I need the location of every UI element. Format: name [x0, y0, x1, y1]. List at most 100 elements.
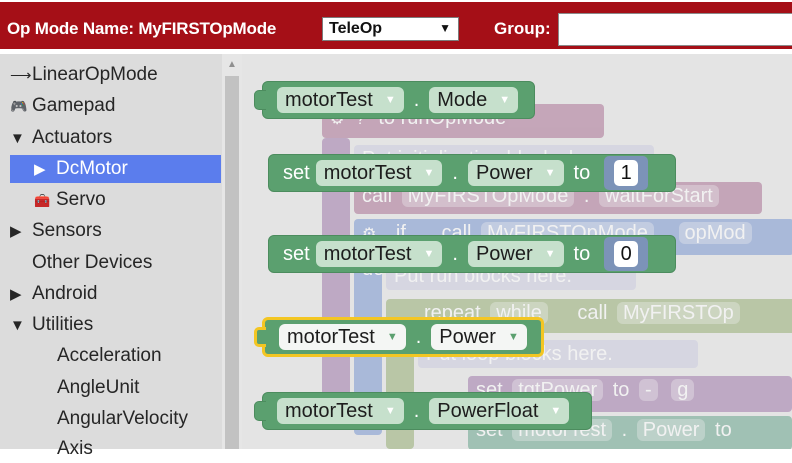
call-keyword: call [577, 302, 608, 324]
sidebar-item-actuators[interactable]: ▼ Actuators [10, 124, 221, 152]
dot-separator: . [452, 161, 458, 184]
sidebar-item-acceleration[interactable]: Acceleration [10, 342, 221, 370]
to-keyword: to [573, 161, 591, 184]
header-background: Op Mode Name: MyFIRSTOpMode TeleOp ▼ Gro… [0, 2, 792, 49]
sidebar-item-label: Sensors [32, 220, 102, 241]
triangle-right-icon: ▶ [10, 223, 22, 240]
header-bar: Op Mode Name: MyFIRSTOpMode TeleOp ▼ Gro… [0, 0, 792, 54]
op-mode-type-select[interactable]: TeleOp ▼ [322, 17, 459, 41]
sidebar-item-label: DcMotor [56, 158, 128, 179]
block-category-sidebar: ⟶LinearOpMode 🎮Gamepad ▼ Actuators ▶ DcMot… [0, 54, 242, 459]
minus-operator: - [639, 379, 658, 401]
sidebar-item-label: AngularVelocity [57, 408, 188, 429]
set-keyword: set [283, 242, 310, 265]
sidebar-item-label: LinearOpMode [32, 64, 158, 85]
sidebar-item-label: AngleUnit [57, 377, 140, 398]
blocks-workspace[interactable]: ⚙ ? to runOpMode Put initialization bloc… [242, 54, 792, 449]
sidebar-item-label: Acceleration [57, 345, 162, 366]
dot-separator: . [413, 88, 420, 111]
sidebar-item-dcmotor[interactable]: ▶ DcMotor [10, 155, 221, 183]
gamepad-fragment: g [671, 379, 695, 401]
output-connector [254, 90, 266, 110]
sidebar-item-axis[interactable]: Axis [10, 435, 221, 463]
number-value-field[interactable]: 0 [614, 241, 639, 267]
motor-property-dropdown[interactable]: Power ▼ [467, 241, 564, 267]
caret-down-icon: ▼ [423, 248, 435, 260]
to-keyword: to [612, 379, 630, 401]
dot-separator: . [415, 325, 422, 348]
dropdown-value: motorTest [323, 161, 412, 184]
sidebar-item-label: Utilities [32, 314, 94, 335]
caret-down-icon: ▼ [544, 167, 556, 179]
sidebar-item-label: Gamepad [32, 95, 116, 116]
set-motor-power-block-1[interactable]: set motorTest ▼ . Power ▼ to 1 [268, 154, 676, 192]
sidebar-item-android[interactable]: ▶ Android [10, 280, 221, 308]
triangle-down-icon: ▼ [439, 21, 451, 35]
triangle-right-icon: ▶ [34, 161, 46, 178]
set-motor-power-block-2[interactable]: set motorTest ▼ . Power ▼ to 0 [268, 235, 676, 273]
if-keyword: if [395, 222, 406, 244]
dot-separator: . [621, 419, 628, 441]
opmode-active-field: opMod [678, 222, 752, 244]
triangle-down-icon: ▼ [10, 130, 25, 147]
repeat-while-block[interactable]: repeat while call MyFIRSTOp [386, 299, 792, 333]
motor-property-dropdown[interactable]: Mode ▼ [429, 87, 519, 113]
sidebar-scrollbar[interactable]: ▲ [222, 54, 242, 449]
sidebar-item-label: Servo [56, 189, 106, 210]
motor-device-dropdown[interactable]: motorTest ▼ [315, 241, 443, 267]
triangle-right-icon: ▶ [10, 286, 22, 303]
sidebar-item-label: Android [32, 283, 98, 304]
dropdown-value: Power [475, 161, 533, 184]
to-keyword: to [715, 419, 732, 441]
sidebar-item-utilities[interactable]: ▼ Utilities [10, 311, 221, 339]
sidebar-item-label: Actuators [32, 127, 113, 148]
caret-down-icon: ▼ [423, 167, 435, 179]
caret-down-icon: ▼ [544, 248, 556, 260]
dot-separator: . [663, 222, 669, 244]
motor-property-dropdown[interactable]: Power ▼ [431, 324, 527, 350]
help-icon: ? [355, 111, 365, 128]
sidebar-item-sensors[interactable]: ▶ Sensors [10, 217, 221, 245]
number-value-field[interactable]: 1 [614, 160, 639, 186]
motor-property-dropdown[interactable]: PowerFloat ▼ [429, 398, 570, 424]
dropdown-value: Power [475, 242, 533, 265]
caret-down-icon: ▼ [550, 405, 562, 417]
caret-down-icon: ▼ [499, 94, 511, 106]
dot-separator: . [413, 399, 420, 422]
caret-down-icon: ▼ [384, 94, 396, 106]
motor-device-dropdown[interactable]: motorTest ▼ [277, 398, 404, 424]
sidebar-item-angleunit[interactable]: AngleUnit [10, 374, 221, 402]
group-input[interactable] [558, 13, 792, 46]
dropdown-value: motorTest [323, 242, 412, 265]
gamepad-icon: 🎮 [10, 98, 28, 114]
group-label: Group: [494, 19, 551, 38]
motor-powerfloat-getter-block[interactable]: motorTest ▼ . PowerFloat ▼ [254, 392, 592, 430]
caret-down-icon: ▼ [384, 405, 396, 417]
sidebar-item-linearopmode[interactable]: ⟶LinearOpMode [10, 61, 221, 89]
motor-device-dropdown[interactable]: motorTest ▼ [279, 324, 406, 350]
dot-separator: . [583, 185, 590, 207]
dropdown-value: motorTest [285, 399, 373, 422]
motor-property-dropdown[interactable]: Power ▼ [467, 160, 564, 186]
motor-mode-getter-block[interactable]: motorTest ▼ . Mode ▼ [254, 81, 535, 119]
output-connector [254, 327, 266, 347]
dropdown-value: Mode [437, 88, 488, 111]
motor-device-dropdown[interactable]: motorTest ▼ [277, 87, 404, 113]
sidebar-item-servo[interactable]: 🧰 Servo [10, 186, 221, 214]
triangle-down-icon: ▼ [10, 317, 25, 334]
to-keyword: to [573, 242, 591, 265]
sidebar-item-other-devices[interactable]: Other Devices [10, 249, 221, 277]
caret-down-icon: ▼ [507, 331, 519, 343]
motor-device-dropdown[interactable]: motorTest ▼ [315, 160, 443, 186]
servo-icon: 🧰 [34, 193, 51, 208]
opmode-name-field: MyFIRSTOp [617, 302, 740, 324]
scroll-up-arrow-icon[interactable]: ▲ [227, 59, 237, 70]
op-mode-name-label: Op Mode Name: MyFIRSTOpMode [7, 19, 277, 38]
sidebar-item-gamepad[interactable]: 🎮Gamepad [10, 92, 221, 120]
sidebar-item-angularvelocity[interactable]: AngularVelocity [10, 405, 221, 433]
op-mode-type-value: TeleOp [329, 20, 383, 37]
power-property-field: Power [636, 419, 706, 441]
motor-power-getter-block-selected[interactable]: motorTest ▼ . Power ▼ [254, 317, 544, 357]
category-tree: ⟶LinearOpMode 🎮Gamepad ▼ Actuators ▶ DcMot… [0, 54, 222, 459]
scrollbar-thumb[interactable] [225, 76, 239, 449]
